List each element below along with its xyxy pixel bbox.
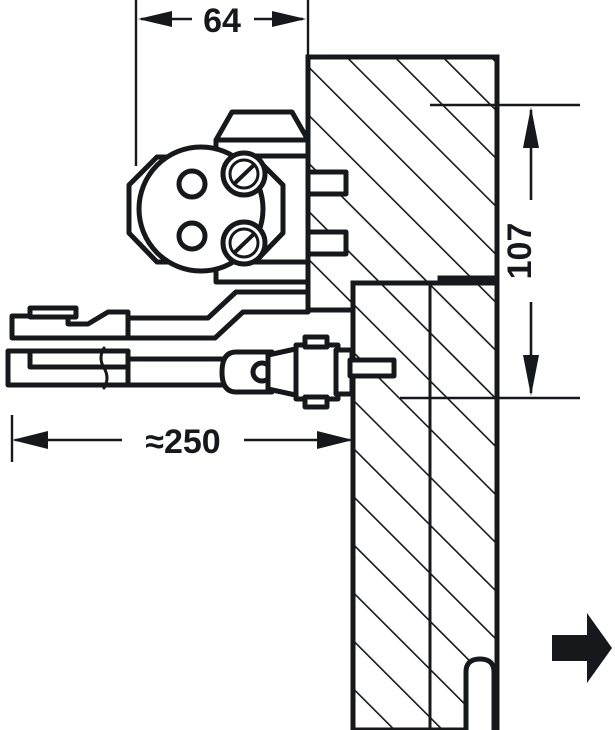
dimension-250: ≈250: [10, 400, 355, 462]
dimension-64-arrow-right: [272, 11, 306, 27]
dimension-250-label-bg: [122, 418, 244, 460]
straight-closer-arm: [123, 345, 303, 399]
dimension-107-label: 107: [501, 223, 539, 280]
dimension-107-arrow-top: [523, 107, 539, 148]
dimension-107-label-bg: [511, 200, 553, 302]
cranked-closer-arm: [123, 289, 311, 341]
dimension-64-label: 64: [203, 2, 241, 40]
dimension-64-label-bg: [192, 0, 254, 40]
dimension-250-arrow-left: [12, 431, 48, 449]
mounting-hole-lower: [176, 220, 208, 252]
door-opening-direction-arrow: [552, 613, 612, 683]
closer-top-cap: [213, 109, 311, 159]
slotted-valve-screw-upper: [220, 150, 268, 198]
slide-channel-bracket: [293, 334, 397, 410]
cranked-arm-break-end: [9, 305, 131, 341]
dimension-64-arrow-left: [138, 11, 172, 27]
dimension-250-arrow-right: [317, 431, 353, 449]
straight-arm-break-end: [5, 346, 131, 390]
frame-rebate-notch-upper: [305, 169, 349, 197]
bracket-slide-pin: [347, 357, 397, 379]
frame-rebate-notch-lower: [305, 229, 349, 257]
frame-leaf-joint: [440, 278, 497, 283]
dimension-64: 64: [134, 0, 310, 166]
dimension-250-label: ≈250: [145, 423, 220, 461]
dimension-107-arrow-bottom: [523, 355, 539, 396]
slotted-valve-screw-lower: [220, 219, 268, 267]
door-closer-housing: [126, 109, 311, 285]
dimension-107: 107: [400, 103, 580, 400]
door-edge-seal-cylinder: [463, 656, 497, 730]
mounting-hole-upper: [176, 168, 208, 200]
